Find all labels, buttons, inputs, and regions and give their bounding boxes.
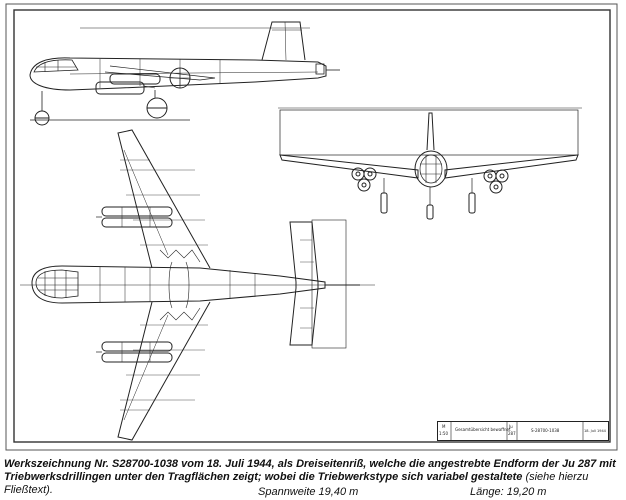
- title-block-scale-label: M: [442, 424, 446, 429]
- sheet-inner-border: [13, 9, 611, 443]
- top-view: [20, 129, 375, 441]
- title-block-type-label: Ju: [509, 424, 513, 429]
- three-view-drawing: [5, 3, 618, 451]
- figure-caption: Werkszeichnung Nr. S28700-1038 vom 18. J…: [4, 458, 622, 497]
- title-block: M 1:50 Gesamtübersicht bewaffnet Ju 287 …: [437, 421, 609, 441]
- length-dimension: Länge: 19,20 m: [470, 486, 547, 498]
- title-block-description: Gesamtübersicht bewaffnet: [455, 427, 511, 432]
- title-block-date: 18. Juli 1944: [584, 429, 606, 433]
- caption-normal-text: (siehe hierzu Fließtext).: [4, 471, 589, 496]
- caption-bold-text: Werkszeichnung Nr. S28700-1038 vom 18. J…: [4, 458, 616, 483]
- span-dimension: Spannweite 19,40 m: [258, 486, 359, 498]
- side-view: [29, 21, 340, 126]
- title-block-type-value: 287: [508, 431, 516, 436]
- title-block-drawing-number: S-28700-1038: [531, 428, 560, 433]
- front-view: [278, 107, 582, 220]
- title-block-scale-value: 1:50: [439, 431, 448, 436]
- sheet-outer-border: [5, 3, 618, 451]
